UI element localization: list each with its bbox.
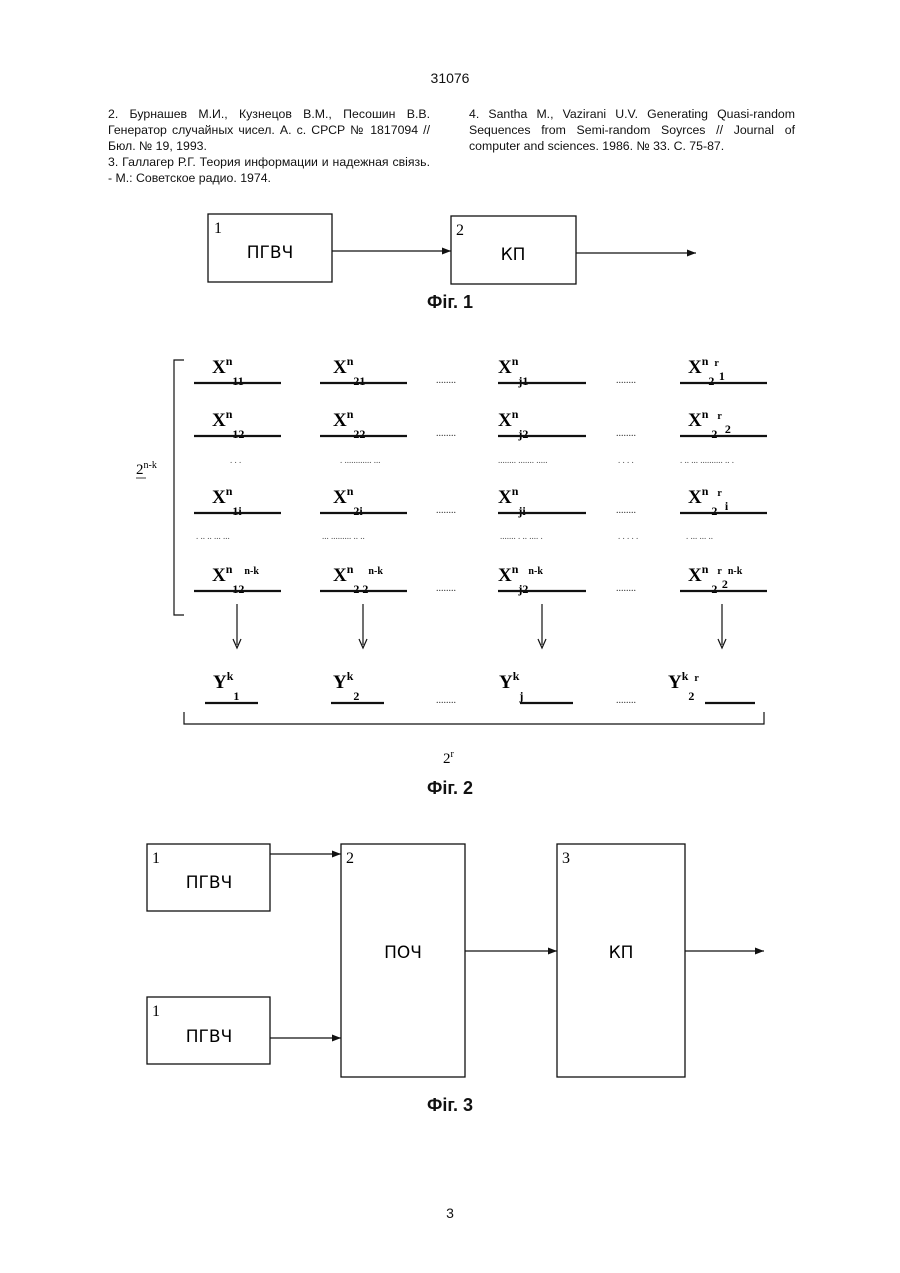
fig2-filler-dots: ....... . .. .... . [500,531,543,541]
patent-number: 31076 [0,70,900,86]
figure-3-caption: Фiг. 3 [0,1095,900,1116]
fig3-block-right-label: КП [609,943,634,963]
fig1-block2-label: КП [501,245,526,265]
fig1-block1-label: ПГВЧ [247,243,293,263]
fig1-block2-number: 2 [456,222,464,239]
fig3-block-bottom-label: ПГВЧ [186,1027,232,1047]
figure-2-diagram: 2n-k Xn11Xn21Xnj1Xn2r1................Xn… [0,340,900,780]
fig2-bottom-brace [184,712,764,724]
fig2-filler-dots: . .. ... .......... .. . [680,455,734,465]
figure-1-diagram: 1 ПГВЧ 2 КП [0,200,900,300]
output-label: Ykj [499,669,523,703]
fig2-filler-dots: ... ......... .. .. [322,531,365,541]
fig2-filler-dots: . ............ ... [340,455,381,465]
fig2-filler-dots: . . . [230,455,241,465]
matrix-ellipsis: ........ [436,428,456,439]
matrix-ellipsis: ........ [436,375,456,386]
figure-1-caption: Фiг. 1 [0,292,900,313]
reference-2: 2. Бурнашев М.И., Кузнецов В.М., Песошин… [108,106,430,154]
fig2-bottom-brace-label: 2r [443,749,455,767]
fig1-block1-number: 1 [214,220,222,237]
page-number: 3 [0,1205,900,1221]
references-right-column: 4. Santha M., Vazirani U.V. Generating Q… [469,106,795,154]
fig3-block-mid-number: 2 [346,850,354,867]
figure-2-caption: Фiг. 2 [0,778,900,799]
fig3-block-bottom-number: 1 [152,1003,160,1020]
fig2-matrix: Xn11Xn21Xnj1Xn2r1................Xn12Xn2… [194,354,767,706]
fig3-block-mid-label: ПОЧ [384,943,422,963]
output-ellipsis: ........ [436,695,456,706]
output-ellipsis: ........ [616,695,636,706]
matrix-ellipsis: ........ [436,505,456,516]
fig3-block-top-label: ПГВЧ [186,873,232,893]
matrix-ellipsis: ........ [616,583,636,594]
fig2-left-brace-label: 2n-k [136,460,157,478]
fig3-block-right-number: 3 [562,850,570,867]
references-left-column: 2. Бурнашев М.И., Кузнецов В.М., Песошин… [108,106,430,186]
matrix-ellipsis: ........ [616,375,636,386]
output-label: Yk1 [213,669,239,703]
fig2-filler-dots: . .. .. ... ... [196,531,230,541]
fig2-left-brace [174,360,184,615]
matrix-ellipsis: ........ [616,505,636,516]
fig3-block-top-number: 1 [152,850,160,867]
fig2-filler-dots: . . . . [618,455,634,465]
reference-3: 3. Галлагер Р.Г. Теория информации и над… [108,154,430,186]
fig2-filler-dots: . . . . . [618,531,638,541]
reference-4: 4. Santha M., Vazirani U.V. Generating Q… [469,106,795,154]
figure-3-diagram: 1 ПГВЧ 1 ПГВЧ 2 ПОЧ 3 КП [0,830,900,1090]
matrix-ellipsis: ........ [616,428,636,439]
output-label: Yk2 [333,669,359,703]
fig2-filler-dots: . ... ... .. [686,531,713,541]
matrix-ellipsis: ........ [436,583,456,594]
output-label: Yk2r [668,669,699,703]
fig2-filler-dots: ........ ....... ..... [498,455,548,465]
